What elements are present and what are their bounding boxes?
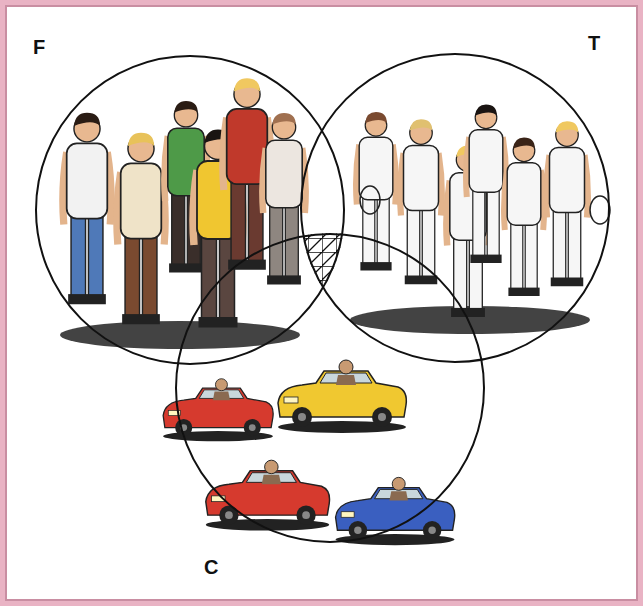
circle-outline: [300, 53, 610, 363]
venn-circle: C: [175, 233, 485, 543]
venn-circle: F: [35, 55, 345, 365]
panel: [6, 6, 637, 600]
circle-outline: [175, 233, 485, 543]
circle-outline: [35, 55, 345, 365]
tennis-group: [350, 105, 610, 334]
circle-outline: [301, 54, 609, 362]
venn-circle: T: [300, 53, 610, 363]
circle-outline: [176, 234, 484, 542]
set-letter: T: [588, 32, 600, 54]
circle-outline: [36, 56, 344, 364]
cars-group: [163, 360, 455, 545]
friends-group: [60, 78, 306, 349]
set-letter: C: [204, 556, 218, 578]
set-letter: F: [33, 36, 45, 58]
